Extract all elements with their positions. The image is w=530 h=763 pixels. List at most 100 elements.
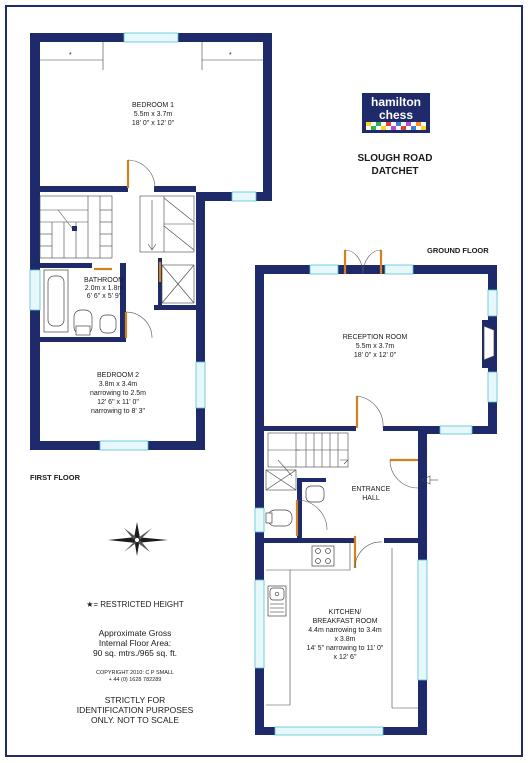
area-line3: 90 sq. mtrs./965 sq. ft.	[93, 648, 177, 658]
logo-square	[381, 122, 386, 126]
bedroom1-door-swing	[127, 159, 156, 189]
kitchen-top-wall-left	[264, 538, 354, 543]
bathroom-imperial: 6' 6" x 5' 9"	[87, 293, 122, 300]
logo-square	[421, 122, 426, 126]
logo-square	[376, 122, 381, 126]
landing-cupboard-wall	[158, 258, 162, 308]
bedroom2-imperial: 12' 6" x 11' 0"	[97, 399, 139, 406]
logo-square	[411, 126, 416, 130]
bedroom2-side-window	[195, 361, 206, 409]
logo-square	[421, 126, 426, 130]
cloakroom-wall	[297, 478, 302, 538]
bedroom1-metric: 5.5m x 3.7m	[134, 111, 173, 118]
logo-square	[371, 122, 376, 126]
ground-floor-title: GROUND FLOOR	[427, 246, 489, 255]
bathroom-metric: 2.0m x 1.8m	[85, 285, 124, 292]
kitchen-line1: KITCHEN/	[329, 609, 362, 616]
first-floor-left-wall	[30, 33, 40, 450]
logo-square	[381, 126, 386, 130]
logo-text-chess: chess	[378, 108, 414, 122]
kitchen-line3: 4.4m narrowing to 3.4m	[308, 627, 382, 634]
reception-imperial: 18' 0" x 12' 0"	[354, 352, 397, 359]
kitchen-door-swing	[354, 541, 383, 569]
bedroom1-side-window	[231, 191, 257, 202]
town-name: DATCHET	[371, 166, 418, 177]
hall-line1: ENTRANCE	[352, 486, 391, 493]
kitchen-line4: x 3.8m	[334, 636, 355, 643]
logo-square	[386, 122, 391, 126]
fireplace	[483, 325, 495, 361]
bedroom1-bottom-wall-left	[40, 186, 128, 192]
bathroom-name: BATHROOM	[84, 277, 124, 284]
ground-floor-top-wall	[255, 265, 497, 274]
logo-square	[391, 122, 396, 126]
bathroom-fixtures	[43, 267, 153, 339]
copyright-line1: COPYRIGHT 2010: C P SMALL	[96, 670, 174, 676]
reception-side-window-bottom	[487, 371, 498, 403]
logo-square	[416, 122, 421, 126]
bathroom-bottom-wall	[40, 337, 126, 342]
logo-square	[371, 126, 376, 130]
bedroom2-top-wall-right	[154, 305, 196, 310]
first-floor-title: FIRST FLOOR	[30, 473, 81, 482]
logo-square	[416, 126, 421, 130]
bedroom1-top-window	[123, 32, 179, 43]
logo-square	[386, 126, 391, 130]
logo-text-hamilton: hamilton	[371, 95, 421, 109]
bedroom1-imperial: 18' 0" x 12' 0"	[132, 120, 175, 127]
cloakroom-window	[254, 507, 265, 533]
hob	[311, 545, 335, 567]
restricted-marker-left: *	[69, 52, 72, 59]
reception-name: RECEPTION ROOM	[343, 334, 408, 341]
logo-square	[396, 122, 401, 126]
compass-rose-icon	[108, 522, 168, 556]
reception-lower-window	[439, 425, 473, 435]
bedroom1-right-wall	[263, 33, 272, 201]
area-line1: Approximate Gross	[99, 628, 172, 638]
hall-line2: HALL	[362, 495, 380, 502]
french-door-swing-left	[344, 249, 364, 275]
kitchen-right-window	[417, 559, 428, 681]
bathroom-window	[29, 269, 41, 311]
copyright-line2: + 44 (0) 1628 782289	[109, 677, 162, 683]
logo-checkerboard-icon	[366, 122, 426, 130]
reception-bottom-wall-right	[383, 426, 418, 431]
ground-floor-stairs	[267, 432, 349, 477]
logo-square	[401, 126, 406, 130]
kitchen-left-window	[254, 579, 265, 669]
logo-square	[391, 126, 396, 130]
bedroom2-name: BEDROOM 2	[97, 372, 139, 379]
cloakroom-fixtures	[265, 469, 328, 536]
street-name: SLOUGH ROAD	[358, 153, 433, 164]
reception-side-window-top	[487, 289, 498, 317]
bedroom2-narrowing: narrowing to 2.5m	[90, 390, 146, 397]
restricted-height-legend: ★= RESTRICTED HEIGHT	[86, 600, 184, 609]
first-floor-plan: * *	[29, 32, 272, 482]
bedroom2-narrowing-imperial: narrowing to 8' 3"	[91, 408, 146, 415]
cloakroom-basin	[305, 485, 325, 503]
kitchen-line6: x 12' 6"	[334, 654, 357, 661]
bathroom-right-wall	[120, 263, 126, 342]
french-door-swing-right	[362, 249, 382, 275]
bedroom2-bottom-window	[99, 440, 149, 451]
landing-cupboards	[139, 195, 195, 304]
ground-floor-plan: RECEPTION ROOM 5.5m x 3.7m 18' 0" x 12' …	[254, 246, 498, 736]
logo-square	[406, 126, 411, 130]
kitchen-units	[266, 543, 418, 709]
area-line2: Internal Floor Area:	[99, 638, 171, 648]
logo-square	[406, 122, 411, 126]
kitchen-line5: 14' 5" narrowing to 11' 0"	[307, 645, 384, 652]
logo-square	[401, 122, 406, 126]
logo-square	[366, 126, 371, 130]
bedroom1-name: BEDROOM 1	[132, 102, 174, 109]
first-floor-right-wall	[196, 192, 205, 450]
logo-square	[396, 126, 401, 130]
first-floor-stairs	[39, 195, 113, 259]
bathroom-top-wall	[40, 263, 92, 268]
kitchen-bottom-window	[274, 726, 384, 736]
cloakroom-top-wall	[302, 478, 326, 482]
reception-door-swing	[356, 395, 384, 429]
logo-square	[376, 126, 381, 130]
logo-square	[411, 122, 416, 126]
